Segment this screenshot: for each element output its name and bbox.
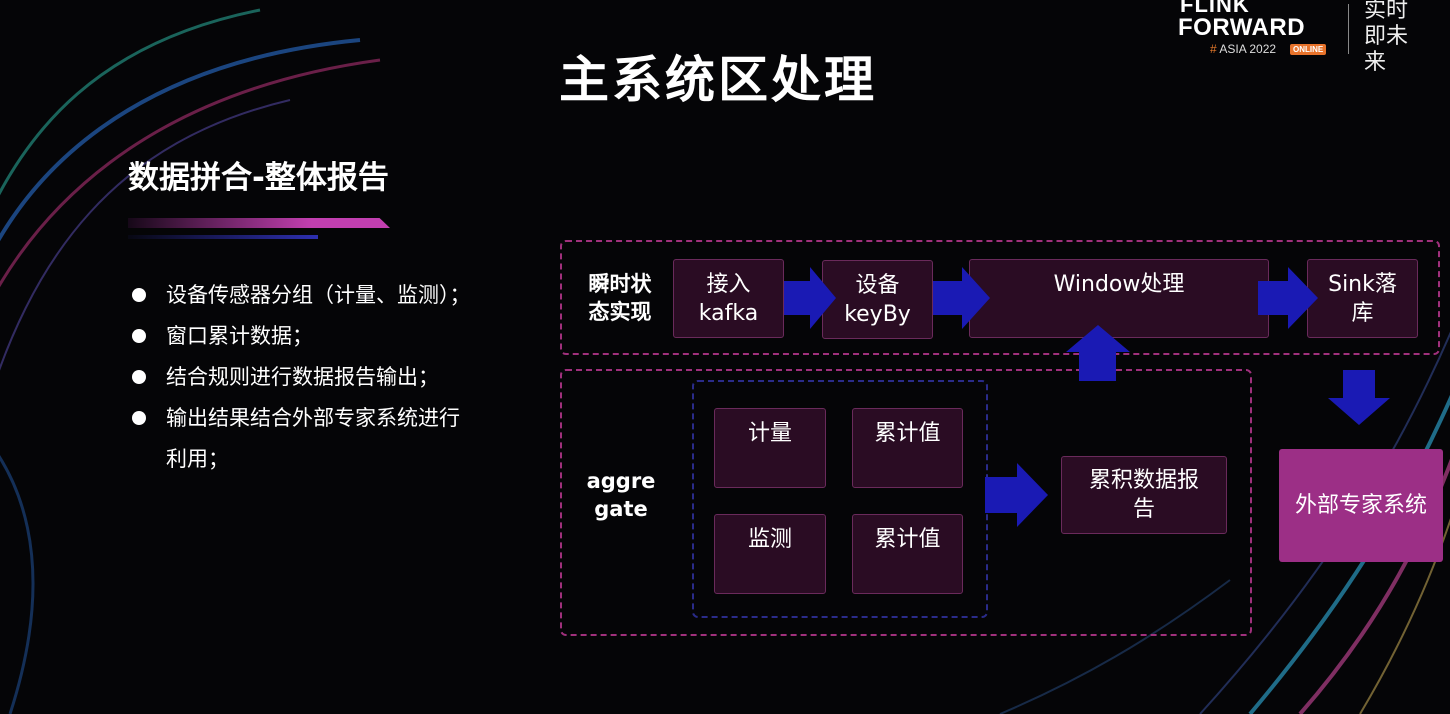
stage-kafka-ingest: 接入kafka	[673, 259, 784, 338]
bullet-item-continuation: 利用；	[128, 439, 528, 480]
logo-divider	[1348, 4, 1349, 54]
bullet-dot-icon	[132, 329, 146, 343]
logo-hash: #	[1210, 42, 1217, 56]
bullet-item: 输出结果结合外部专家系统进行	[128, 398, 528, 439]
bullet-text: 利用；	[166, 447, 229, 471]
bullet-text: 窗口累计数据；	[166, 324, 313, 348]
logo-forward-text: FORWARD	[1178, 14, 1306, 41]
bullet-item: 设备传感器分组（计量、监测）；	[128, 275, 528, 316]
stage-device-keyby: 设备keyBy	[822, 260, 933, 339]
page-title: 主系统区处理	[559, 51, 877, 109]
cumulative-data-report: 累积数据报告	[1061, 456, 1227, 534]
external-expert-system: 外部专家系统	[1279, 449, 1443, 562]
logo-flink-text: FLINK	[1180, 0, 1250, 17]
bullet-dot-icon	[132, 370, 146, 384]
bullet-list: 设备传感器分组（计量、监测）； 窗口累计数据； 结合规则进行数据报告输出； 输出…	[128, 275, 528, 480]
bullet-dot-icon	[132, 288, 146, 302]
logo-asia-year: ASIA 2022	[1219, 42, 1277, 56]
stage-sink-storage: Sink落库	[1307, 259, 1418, 338]
realtime-state-group	[560, 240, 1440, 355]
bullet-dot-icon	[132, 411, 146, 425]
flink-forward-logo: FLINK FORWARD # ASIA 2022 ONLINE 实时即未来	[1170, 0, 1440, 75]
realtime-state-label: 瞬时状态实现	[588, 272, 652, 324]
bullet-item: 结合规则进行数据报告输出；	[128, 357, 528, 398]
logo-asia-text: # ASIA 2022	[1210, 42, 1276, 56]
aggregate-group	[560, 369, 1252, 636]
agg-cell-monitoring-cumulative: 累计值	[852, 514, 963, 594]
agg-cell-metering-cumulative: 累计值	[852, 408, 963, 488]
logo-online-badge: ONLINE	[1290, 44, 1327, 55]
section-subtitle: 数据拼合-整体报告	[128, 160, 389, 196]
agg-cell-monitoring: 监测	[714, 514, 826, 594]
bullet-text: 设备传感器分组（计量、监测）；	[166, 283, 471, 307]
agg-cell-metering: 计量	[714, 408, 826, 488]
bullet-text: 输出结果结合外部专家系统进行	[166, 406, 460, 430]
subtitle-underline-blue	[128, 235, 318, 239]
bullet-item: 窗口累计数据；	[128, 316, 528, 357]
stage-window-processing: Window处理	[969, 259, 1269, 338]
bullet-text: 结合规则进行数据报告输出；	[166, 365, 439, 389]
aggregate-label: aggregate	[586, 469, 656, 521]
logo-slogan: 实时即未来	[1364, 0, 1409, 75]
subtitle-underline-magenta	[128, 218, 390, 228]
